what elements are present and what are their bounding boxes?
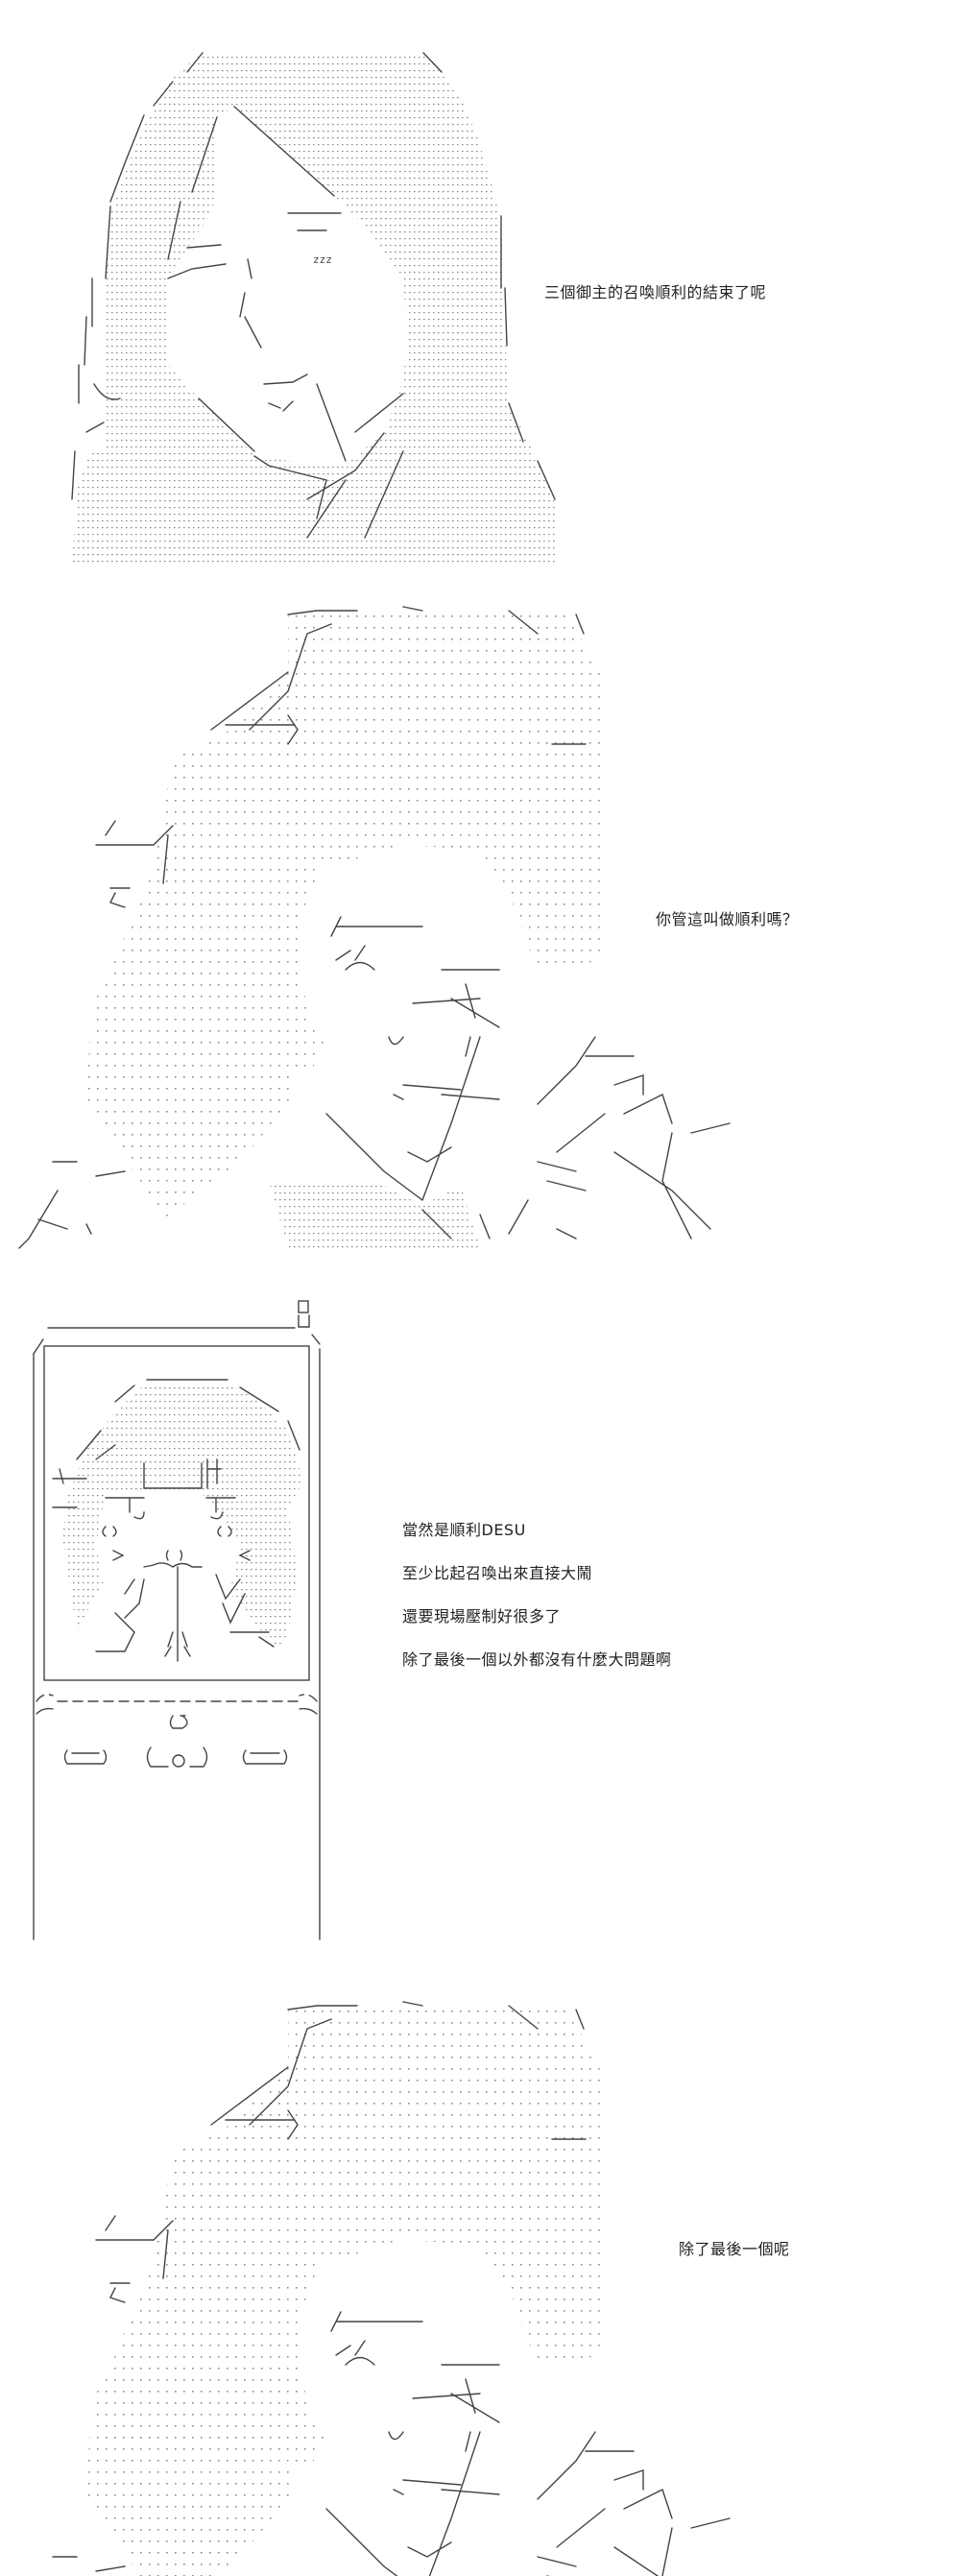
panel-4-dialogue: 除了最後一個呢	[679, 2240, 790, 2258]
panel-3-dialogue-line-1: 當然是順利DESU	[402, 1521, 526, 1539]
zzz-label: zzz	[313, 253, 332, 266]
panel-1-dialogue: 三個御主的召喚順利的結束了呢	[544, 283, 767, 301]
panel-4-art	[18, 2001, 731, 2576]
panel-2-dialogue: 你管這叫做順利嗎？	[656, 910, 799, 928]
panel-1-art: zzz	[71, 52, 556, 566]
panel-2-art	[18, 606, 731, 1249]
panel-3-dialogue-line-2: 至少比起召喚出來直接大鬧	[402, 1564, 593, 1582]
panel-3-phone-art	[33, 1300, 321, 1940]
panel-3-dialogue-line-4: 除了最後一個以外都沒有什麼大問題啊	[402, 1650, 672, 1669]
panel-3-dialogue-line-3: 還要現場壓制好很多了	[402, 1607, 562, 1625]
